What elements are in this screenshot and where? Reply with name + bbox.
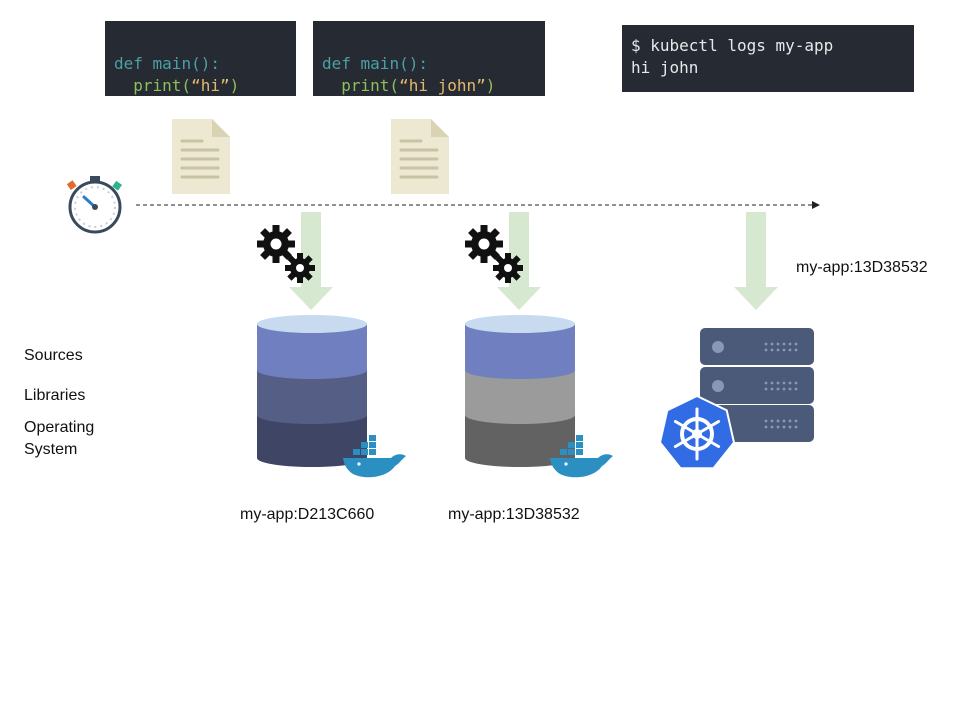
- terminal-output: $ kubectl logs my-app hi john: [622, 25, 914, 92]
- kubernetes-icon: [658, 394, 736, 470]
- deployed-image-tag: my-app:13D38532: [796, 259, 928, 276]
- docker-whale-icon: [550, 435, 613, 478]
- layer-sources: [257, 324, 367, 379]
- code-keyword: def: [114, 54, 143, 73]
- terminal-output-line: hi john: [631, 58, 699, 77]
- document-icon: [391, 119, 449, 194]
- code-keyword: def: [322, 54, 351, 73]
- image-tag-2: my-app:13D38532: [448, 506, 580, 523]
- layer-libraries: [465, 370, 575, 424]
- label-operating-system: Operating System: [24, 417, 94, 461]
- code-function: main():: [350, 54, 428, 73]
- image-layers-cylinder-2: [465, 315, 575, 467]
- code-block-v2: def main(): print(“hi john”): [313, 21, 545, 96]
- code-function: main():: [142, 54, 220, 73]
- code-block-v1: def main(): print(“hi”): [105, 21, 296, 96]
- label-libraries: Libraries: [24, 387, 86, 404]
- code-string: “hi john”: [399, 76, 486, 95]
- down-arrow-icon: [734, 212, 778, 310]
- timeline-arrowhead: [812, 201, 820, 209]
- layer-sources: [465, 324, 575, 379]
- layer-os: [257, 415, 367, 467]
- gears-icon: [257, 225, 315, 283]
- code-string: “hi”: [191, 76, 230, 95]
- code-close: ): [229, 76, 240, 95]
- label-os-line2: System: [24, 441, 78, 458]
- code-print: print(: [114, 76, 192, 95]
- document-icon: [172, 119, 230, 194]
- terminal-command: $ kubectl logs my-app: [631, 36, 834, 55]
- gears-icon: [465, 225, 523, 283]
- layer-libraries: [257, 370, 367, 424]
- label-sources: Sources: [24, 347, 83, 364]
- image-tag-1: my-app:D213C660: [240, 506, 375, 523]
- docker-whale-icon: [343, 435, 406, 478]
- image-layers-cylinder-1: [257, 315, 367, 467]
- layer-os: [465, 415, 575, 467]
- code-close: ): [485, 76, 496, 95]
- label-os-line1: Operating: [24, 419, 95, 436]
- stopwatch-icon: [66, 176, 122, 234]
- code-print: print(: [322, 76, 400, 95]
